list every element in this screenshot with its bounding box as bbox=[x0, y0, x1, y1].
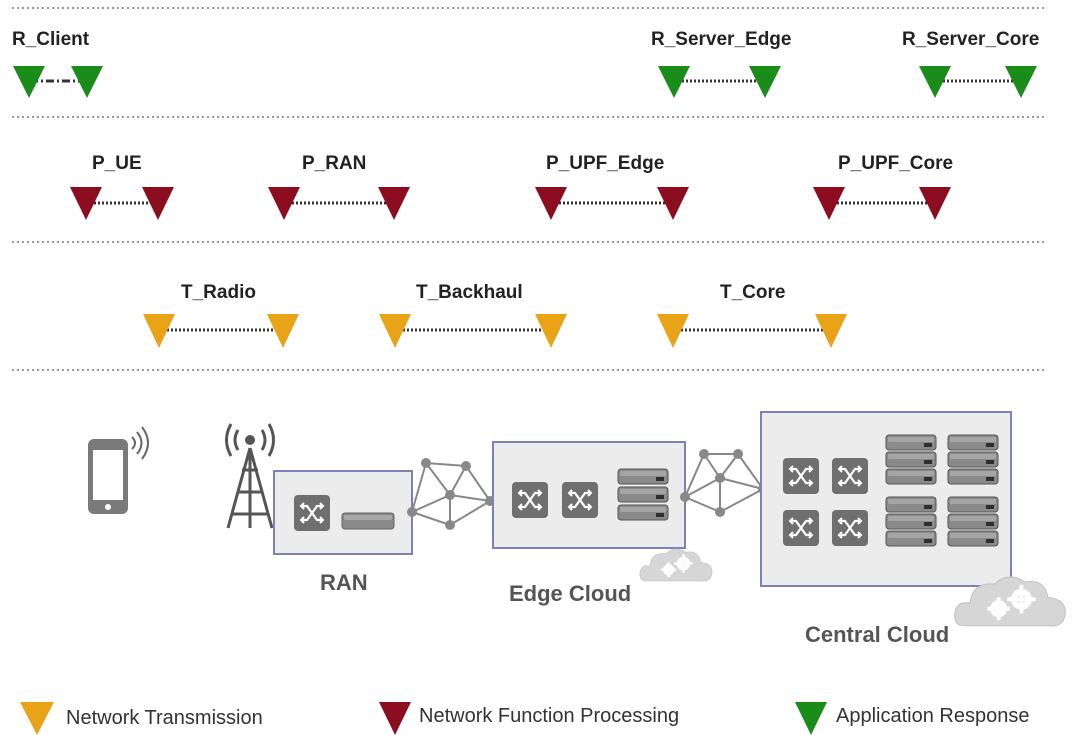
switch-icon bbox=[830, 508, 870, 548]
switch-icon bbox=[781, 508, 821, 548]
server-icon bbox=[885, 530, 937, 547]
server-icon bbox=[947, 434, 999, 451]
response-row: R_Client R_Server_Edge R_Server_Core bbox=[12, 29, 1039, 98]
segment-label-t-backhaul: T_Backhaul bbox=[416, 282, 523, 303]
switch-icon bbox=[781, 456, 821, 496]
segment-label-r-client: R_Client bbox=[12, 29, 90, 50]
transmission-marker-end-icon bbox=[535, 314, 567, 348]
server-icon bbox=[617, 486, 669, 503]
segment-label-p-ue: P_UE bbox=[92, 153, 142, 174]
segment-label-p-ran: P_RAN bbox=[302, 153, 366, 174]
processing-marker-start-icon bbox=[813, 187, 845, 220]
processing-marker-start-icon bbox=[268, 187, 300, 220]
edge-cloud-label: Edge Cloud bbox=[509, 581, 631, 606]
server-icon bbox=[947, 468, 999, 485]
server-icon bbox=[885, 451, 937, 468]
processing-marker-start-icon bbox=[535, 187, 567, 220]
processing-marker-end-icon bbox=[142, 187, 174, 220]
legend-transmission-icon bbox=[20, 702, 54, 735]
cloud-gears-icon bbox=[638, 547, 714, 583]
legend-processing-icon bbox=[379, 702, 411, 735]
legend-label-transmission: Network Transmission bbox=[66, 707, 263, 729]
processing-marker-end-icon bbox=[657, 187, 689, 220]
transmission-row: T_Radio T_Backhaul T_Core bbox=[143, 282, 847, 348]
segment-label-p-upf-core: P_UPF_Core bbox=[838, 153, 953, 174]
transmission-marker-end-icon bbox=[267, 314, 299, 348]
segment-label-r-server-edge: R_Server_Edge bbox=[651, 29, 791, 50]
server-icon bbox=[617, 468, 669, 485]
switch-icon bbox=[510, 480, 550, 520]
processing-marker-end-icon bbox=[378, 187, 410, 220]
processing-row: P_UE P_RAN P_UPF_Edge P_UPF_Core bbox=[70, 153, 953, 220]
switch-icon bbox=[830, 456, 870, 496]
switch-icon bbox=[560, 480, 600, 520]
response-marker-start-icon bbox=[658, 66, 690, 98]
response-marker-end-icon bbox=[749, 66, 781, 98]
processing-marker-end-icon bbox=[919, 187, 951, 220]
transmission-marker-start-icon bbox=[143, 314, 175, 348]
legend-response-icon bbox=[795, 702, 827, 735]
server-icon bbox=[947, 513, 999, 530]
mesh-network-icon bbox=[407, 458, 495, 530]
response-marker-end-icon bbox=[1005, 66, 1037, 98]
server-icon bbox=[947, 530, 999, 547]
legend-label-response: Application Response bbox=[836, 705, 1029, 727]
server-icon bbox=[885, 496, 937, 513]
network-topology: RAN Edge Cloud bbox=[88, 411, 1068, 647]
segment-label-r-server-core: R_Server_Core bbox=[902, 29, 1039, 50]
server-icon bbox=[617, 504, 669, 521]
transmission-marker-start-icon bbox=[379, 314, 411, 348]
segment-label-p-upf-edge: P_UPF_Edge bbox=[546, 153, 664, 174]
radio-tower-icon bbox=[225, 423, 275, 529]
switch-icon bbox=[292, 493, 332, 533]
segment-label-t-radio: T_Radio bbox=[181, 282, 256, 303]
server-icon bbox=[885, 513, 937, 530]
transmission-marker-end-icon bbox=[815, 314, 847, 348]
processing-marker-start-icon bbox=[70, 187, 102, 220]
server-icon bbox=[885, 434, 937, 451]
legend-label-processing: Network Function Processing bbox=[419, 705, 679, 727]
segment-label-t-core: T_Core bbox=[720, 282, 785, 303]
mesh-network-icon bbox=[680, 449, 768, 517]
server-icon bbox=[341, 512, 395, 530]
server-icon bbox=[885, 468, 937, 485]
response-marker-start-icon bbox=[13, 66, 45, 98]
central-cloud-label: Central Cloud bbox=[805, 622, 949, 647]
server-icon bbox=[947, 451, 999, 468]
row-dividers bbox=[12, 7, 1046, 371]
smartphone-icon bbox=[88, 426, 149, 514]
response-marker-start-icon bbox=[919, 66, 951, 98]
transmission-marker-start-icon bbox=[657, 314, 689, 348]
legend: Network Transmission Network Function Pr… bbox=[20, 702, 1029, 735]
response-marker-end-icon bbox=[71, 66, 103, 98]
ran-label: RAN bbox=[320, 570, 368, 595]
server-icon bbox=[947, 496, 999, 513]
